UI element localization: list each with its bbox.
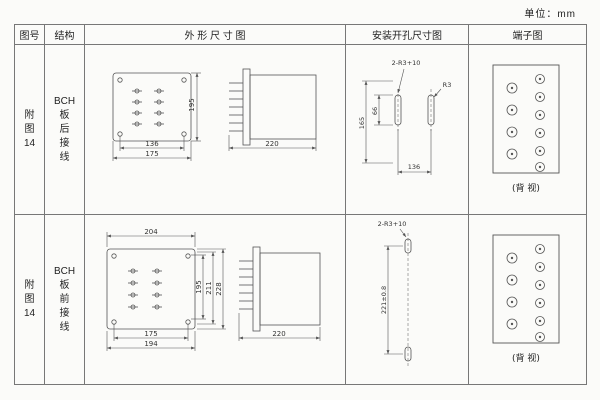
- rear-view-label: (背 视): [512, 352, 540, 364]
- figure-number-line: 14: [23, 307, 36, 319]
- header-mounting-holes: 安装开孔尺寸图: [346, 25, 469, 45]
- terminal-block-outline: [492, 234, 560, 344]
- mounting-holes-drawing-row1: 2-R3+10 R3 66 165 136: [358, 59, 452, 175]
- header-figure-number: 图号: [15, 25, 45, 45]
- structure-line: 板: [59, 279, 70, 291]
- dimension-lines: [238, 313, 321, 341]
- dim-front-width-outer: 175: [145, 150, 158, 158]
- mounting-holes-drawing-row2: 2-R3+10 221±0.8: [378, 220, 412, 367]
- dim-mid-height: 211: [205, 281, 213, 294]
- figure-number-line: 附: [24, 279, 35, 291]
- structure-line: BCH: [53, 265, 76, 277]
- terminal-studs: [132, 88, 164, 127]
- structure-line: 板: [59, 109, 70, 121]
- dim-hole-width: 136: [408, 163, 420, 171]
- terminal-dots: [510, 77, 542, 169]
- spec-table: 图号 结构 外 形 尺 寸 图 安装开孔尺寸图 端子图 附 图 14 BCH 板…: [14, 24, 587, 385]
- outline-drawing-cell-row2: 204 195 211 228 175 194 220: [85, 215, 346, 385]
- terminal-diagram-row1: (背 视): [492, 64, 560, 194]
- dim-top-width: 204: [144, 228, 158, 236]
- dim-front-width-inner: 136: [145, 140, 159, 148]
- hole-radius: R3: [443, 81, 452, 89]
- dim-outer-height: 228: [215, 282, 223, 295]
- header-structure: 结构: [45, 25, 85, 45]
- dim-span-inner: 66: [371, 107, 379, 115]
- figure-number-cell-row2: 附 图 14: [15, 215, 45, 385]
- dim-hole-spacing: 221±0.8: [380, 286, 388, 314]
- terminal-diagram-cell-row2: (背 视): [469, 215, 587, 385]
- mounting-holes-cell-row2: 2-R3+10 221±0.8: [346, 215, 469, 385]
- structure-line: 线: [59, 321, 70, 333]
- structure-cell-row2: BCH 板 前 接 线: [45, 215, 85, 385]
- dimension-lines: [112, 72, 201, 161]
- outline-drawing-cell-row1: 195 136 175 220: [85, 45, 346, 215]
- terminal-diagram-row2: (背 视): [492, 234, 560, 364]
- structure-line: 接: [59, 137, 70, 149]
- dimension-lines: [362, 68, 442, 175]
- structure-line: 后: [59, 123, 70, 135]
- hole-callout: 2-R3+10: [378, 220, 407, 228]
- relay-front-view: [106, 248, 196, 330]
- relay-front-view: [112, 72, 192, 142]
- figure-number-line: 14: [23, 137, 36, 149]
- dimension-lines: [384, 228, 407, 355]
- mounting-slots: [394, 89, 435, 131]
- figure-number-line: 图: [24, 123, 35, 135]
- mounting-slots: [404, 233, 412, 367]
- terminal-diagram-cell-row1: (背 视): [469, 45, 587, 215]
- dim-bottom-width-inner: 175: [144, 330, 157, 338]
- rear-view-label: (背 视): [512, 182, 540, 194]
- dim-side-depth: 220: [265, 140, 278, 148]
- hole-callout: 2-R3+10: [392, 59, 421, 67]
- structure-line: 接: [59, 307, 70, 319]
- relay-side-view: [239, 246, 321, 332]
- figure-number-cell-row1: 附 图 14: [15, 45, 45, 215]
- figure-number-line: 附: [24, 109, 35, 121]
- terminal-dots: [510, 247, 542, 339]
- dim-front-height: 195: [188, 98, 196, 111]
- mounting-holes-cell-row1: 2-R3+10 R3 66 165 136: [346, 45, 469, 215]
- dim-front-height: 195: [195, 280, 203, 293]
- relay-side-view: [229, 68, 317, 146]
- outline-drawing-row2: 204 195 211 228 175 194 220: [106, 228, 321, 351]
- dim-side-depth: 220: [272, 330, 285, 338]
- terminal-block-outline: [492, 64, 560, 174]
- dim-bottom-width-outer: 194: [144, 340, 158, 348]
- structure-line: 前: [59, 293, 70, 305]
- terminal-circles: [506, 244, 545, 342]
- structure-line: BCH: [53, 95, 76, 107]
- terminal-circles: [506, 74, 545, 172]
- terminal-studs: [128, 268, 162, 310]
- structure-cell-row1: BCH 板 后 接 线: [45, 45, 85, 215]
- header-terminal-diagram: 端子图: [469, 25, 587, 45]
- dimension-lines: [106, 232, 226, 351]
- dimension-lines: [228, 135, 317, 151]
- figure-number-line: 图: [24, 293, 35, 305]
- dim-span-outer: 165: [358, 117, 366, 129]
- unit-label: 单位：mm: [524, 9, 576, 20]
- structure-line: 线: [59, 151, 70, 163]
- header-outline-dimensions: 外 形 尺 寸 图: [85, 25, 346, 45]
- outline-drawing-row1: 195 136 175 220: [112, 68, 317, 161]
